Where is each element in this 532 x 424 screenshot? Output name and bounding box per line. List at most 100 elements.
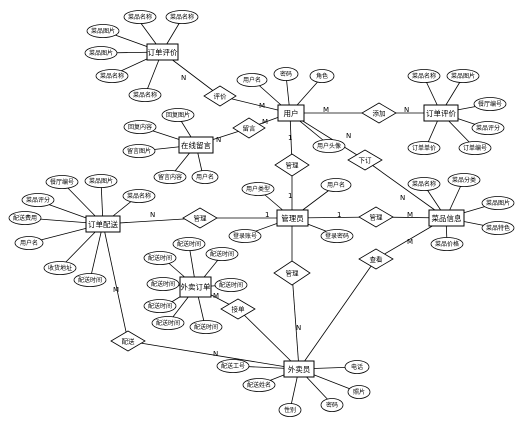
svg-text:菜品图片: 菜品图片 xyxy=(91,27,115,35)
relation-take-order[interactable]: 接单 xyxy=(220,298,256,320)
card-c18: M xyxy=(213,292,219,300)
entity-dish[interactable]: 菜品信息 xyxy=(428,209,465,227)
card-c16: M xyxy=(113,286,119,294)
svg-text:外卖员: 外卖员 xyxy=(288,364,311,374)
attr-user-2: 密码 xyxy=(273,67,299,81)
attr-to-5: 配送时间 xyxy=(214,278,248,292)
relation-review[interactable]: 评价 xyxy=(203,85,237,107)
svg-text:菜品名称: 菜品名称 xyxy=(100,72,124,80)
relation-manage-dish[interactable]: 管理 xyxy=(358,206,394,228)
attr-or-4: 菜品图片 xyxy=(84,46,118,60)
svg-text:菜品图片: 菜品图片 xyxy=(89,49,113,57)
svg-text:菜品名称: 菜品名称 xyxy=(412,180,436,188)
card-c4: N xyxy=(216,136,221,144)
relation-deliver[interactable]: 配送 xyxy=(110,330,146,352)
svg-text:菜品评分: 菜品评分 xyxy=(26,196,50,204)
svg-text:配送费用: 配送费用 xyxy=(13,214,37,222)
entity-user[interactable]: 用户 xyxy=(277,104,305,122)
attr-oe-5: 订单单价 xyxy=(407,141,441,155)
attr-msg-5: 用户名 xyxy=(191,170,219,184)
attr-adm-4: 登录密码 xyxy=(320,229,354,243)
attr-del-5: 配送费用 xyxy=(8,211,42,225)
attr-del-2: 菜品图片 xyxy=(84,174,118,188)
svg-text:配送时间: 配送时间 xyxy=(78,276,102,284)
attr-msg-1: 回复图片 xyxy=(161,108,195,122)
svg-text:外卖订单: 外卖订单 xyxy=(181,282,211,292)
attr-dish-1: 菜品名称 xyxy=(407,177,441,191)
svg-text:配送: 配送 xyxy=(122,337,136,346)
svg-text:配送时间: 配送时间 xyxy=(219,281,243,289)
entity-order-eval[interactable]: 订单评价 xyxy=(423,104,459,122)
attr-oe-1: 菜品名称 xyxy=(407,69,441,83)
svg-text:配送时间: 配送时间 xyxy=(156,319,180,327)
svg-text:登录密码: 登录密码 xyxy=(325,232,349,240)
svg-text:用户名: 用户名 xyxy=(20,239,38,247)
attr-to-2: 配送时间 xyxy=(143,251,177,265)
svg-text:菜品图片: 菜品图片 xyxy=(451,72,475,80)
attr-oe-3: 餐厅编号 xyxy=(473,97,507,111)
entity-delivery[interactable]: 订单配送 xyxy=(85,215,121,233)
attr-to-6: 配送时间 xyxy=(143,299,177,313)
svg-text:订单编号: 订单编号 xyxy=(463,144,487,152)
svg-text:餐厅编号: 餐厅编号 xyxy=(478,100,502,108)
svg-text:菜品名称: 菜品名称 xyxy=(133,91,157,99)
card-c2: M xyxy=(259,102,265,110)
entity-message[interactable]: 在线留言 xyxy=(178,136,214,154)
attr-dish-2: 菜品分类 xyxy=(447,173,481,187)
svg-text:菜品名称: 菜品名称 xyxy=(170,13,194,21)
attr-or-6: 菜品名称 xyxy=(128,88,162,102)
entity-admin[interactable]: 管理员 xyxy=(276,209,309,227)
svg-text:添加: 添加 xyxy=(373,109,386,118)
card-c11: 1 xyxy=(337,211,341,219)
attr-to-3: 配送时间 xyxy=(205,247,239,261)
attr-rider-6: 电话 xyxy=(344,360,370,374)
attr-adm-1: 用户类型 xyxy=(241,182,275,196)
card-c7: 1 xyxy=(288,134,292,142)
attr-del-4: 菜品名称 xyxy=(122,189,156,203)
attr-dish-5: 菜品价格 xyxy=(430,237,464,251)
attributes: 菜品名称 菜品名称 菜品图片 菜品图片 菜品名称 菜品名称 用户名 密码 角色 … xyxy=(8,10,515,417)
svg-text:配送时间: 配送时间 xyxy=(177,240,201,248)
attr-adm-2: 用户名 xyxy=(320,178,352,192)
svg-text:照片: 照片 xyxy=(353,388,365,396)
attr-del-8: 配送时间 xyxy=(73,273,107,287)
relation-manage-user[interactable]: 管理 xyxy=(274,153,310,177)
attr-msg-2: 回复内容 xyxy=(123,120,157,134)
relation-place-order[interactable]: 下订 xyxy=(347,149,383,171)
relation-manage-delivery[interactable]: 管理 xyxy=(182,207,218,229)
attr-msg-4: 留言内容 xyxy=(153,170,187,184)
relation-add[interactable]: 添加 xyxy=(361,102,397,124)
card-c12: M xyxy=(407,211,413,219)
svg-text:性别: 性别 xyxy=(284,406,296,414)
attr-adm-3: 登录账号 xyxy=(228,229,262,243)
card-c19: N xyxy=(296,324,301,332)
svg-text:电话: 电话 xyxy=(351,363,363,371)
attr-del-1: 餐厅编号 xyxy=(45,175,79,189)
svg-text:配送时间: 配送时间 xyxy=(148,302,172,310)
card-c1: N xyxy=(181,74,186,82)
relation-message[interactable]: 留言 xyxy=(232,117,266,139)
svg-text:密码: 密码 xyxy=(326,401,338,409)
relation-manage-rider[interactable]: 管理 xyxy=(273,260,311,286)
card-c5: M xyxy=(323,106,329,114)
attr-oe-6: 订单编号 xyxy=(458,141,492,155)
entity-rider[interactable]: 外卖员 xyxy=(283,360,315,378)
entity-order-review[interactable]: 订单评价 xyxy=(146,43,179,61)
card-c9: N xyxy=(150,211,155,219)
card-c14: N xyxy=(400,194,405,202)
attr-user-4: 用户头像 xyxy=(312,139,346,153)
svg-text:登录账号: 登录账号 xyxy=(233,232,257,240)
svg-text:订单评价: 订单评价 xyxy=(426,108,456,118)
svg-text:菜品价格: 菜品价格 xyxy=(435,240,459,248)
attr-to-7: 配送时间 xyxy=(151,316,185,330)
svg-text:用户名: 用户名 xyxy=(243,76,261,84)
svg-text:收货地址: 收货地址 xyxy=(48,264,72,272)
attr-user-3: 角色 xyxy=(309,69,335,83)
entity-takeout[interactable]: 外卖订单 xyxy=(179,276,212,298)
svg-text:菜品名称: 菜品名称 xyxy=(412,72,436,80)
relation-check[interactable]: 查看 xyxy=(358,248,394,270)
svg-text:菜品特色: 菜品特色 xyxy=(486,224,510,232)
card-c8: 1 xyxy=(288,192,292,200)
svg-text:留言图片: 留言图片 xyxy=(127,147,151,155)
